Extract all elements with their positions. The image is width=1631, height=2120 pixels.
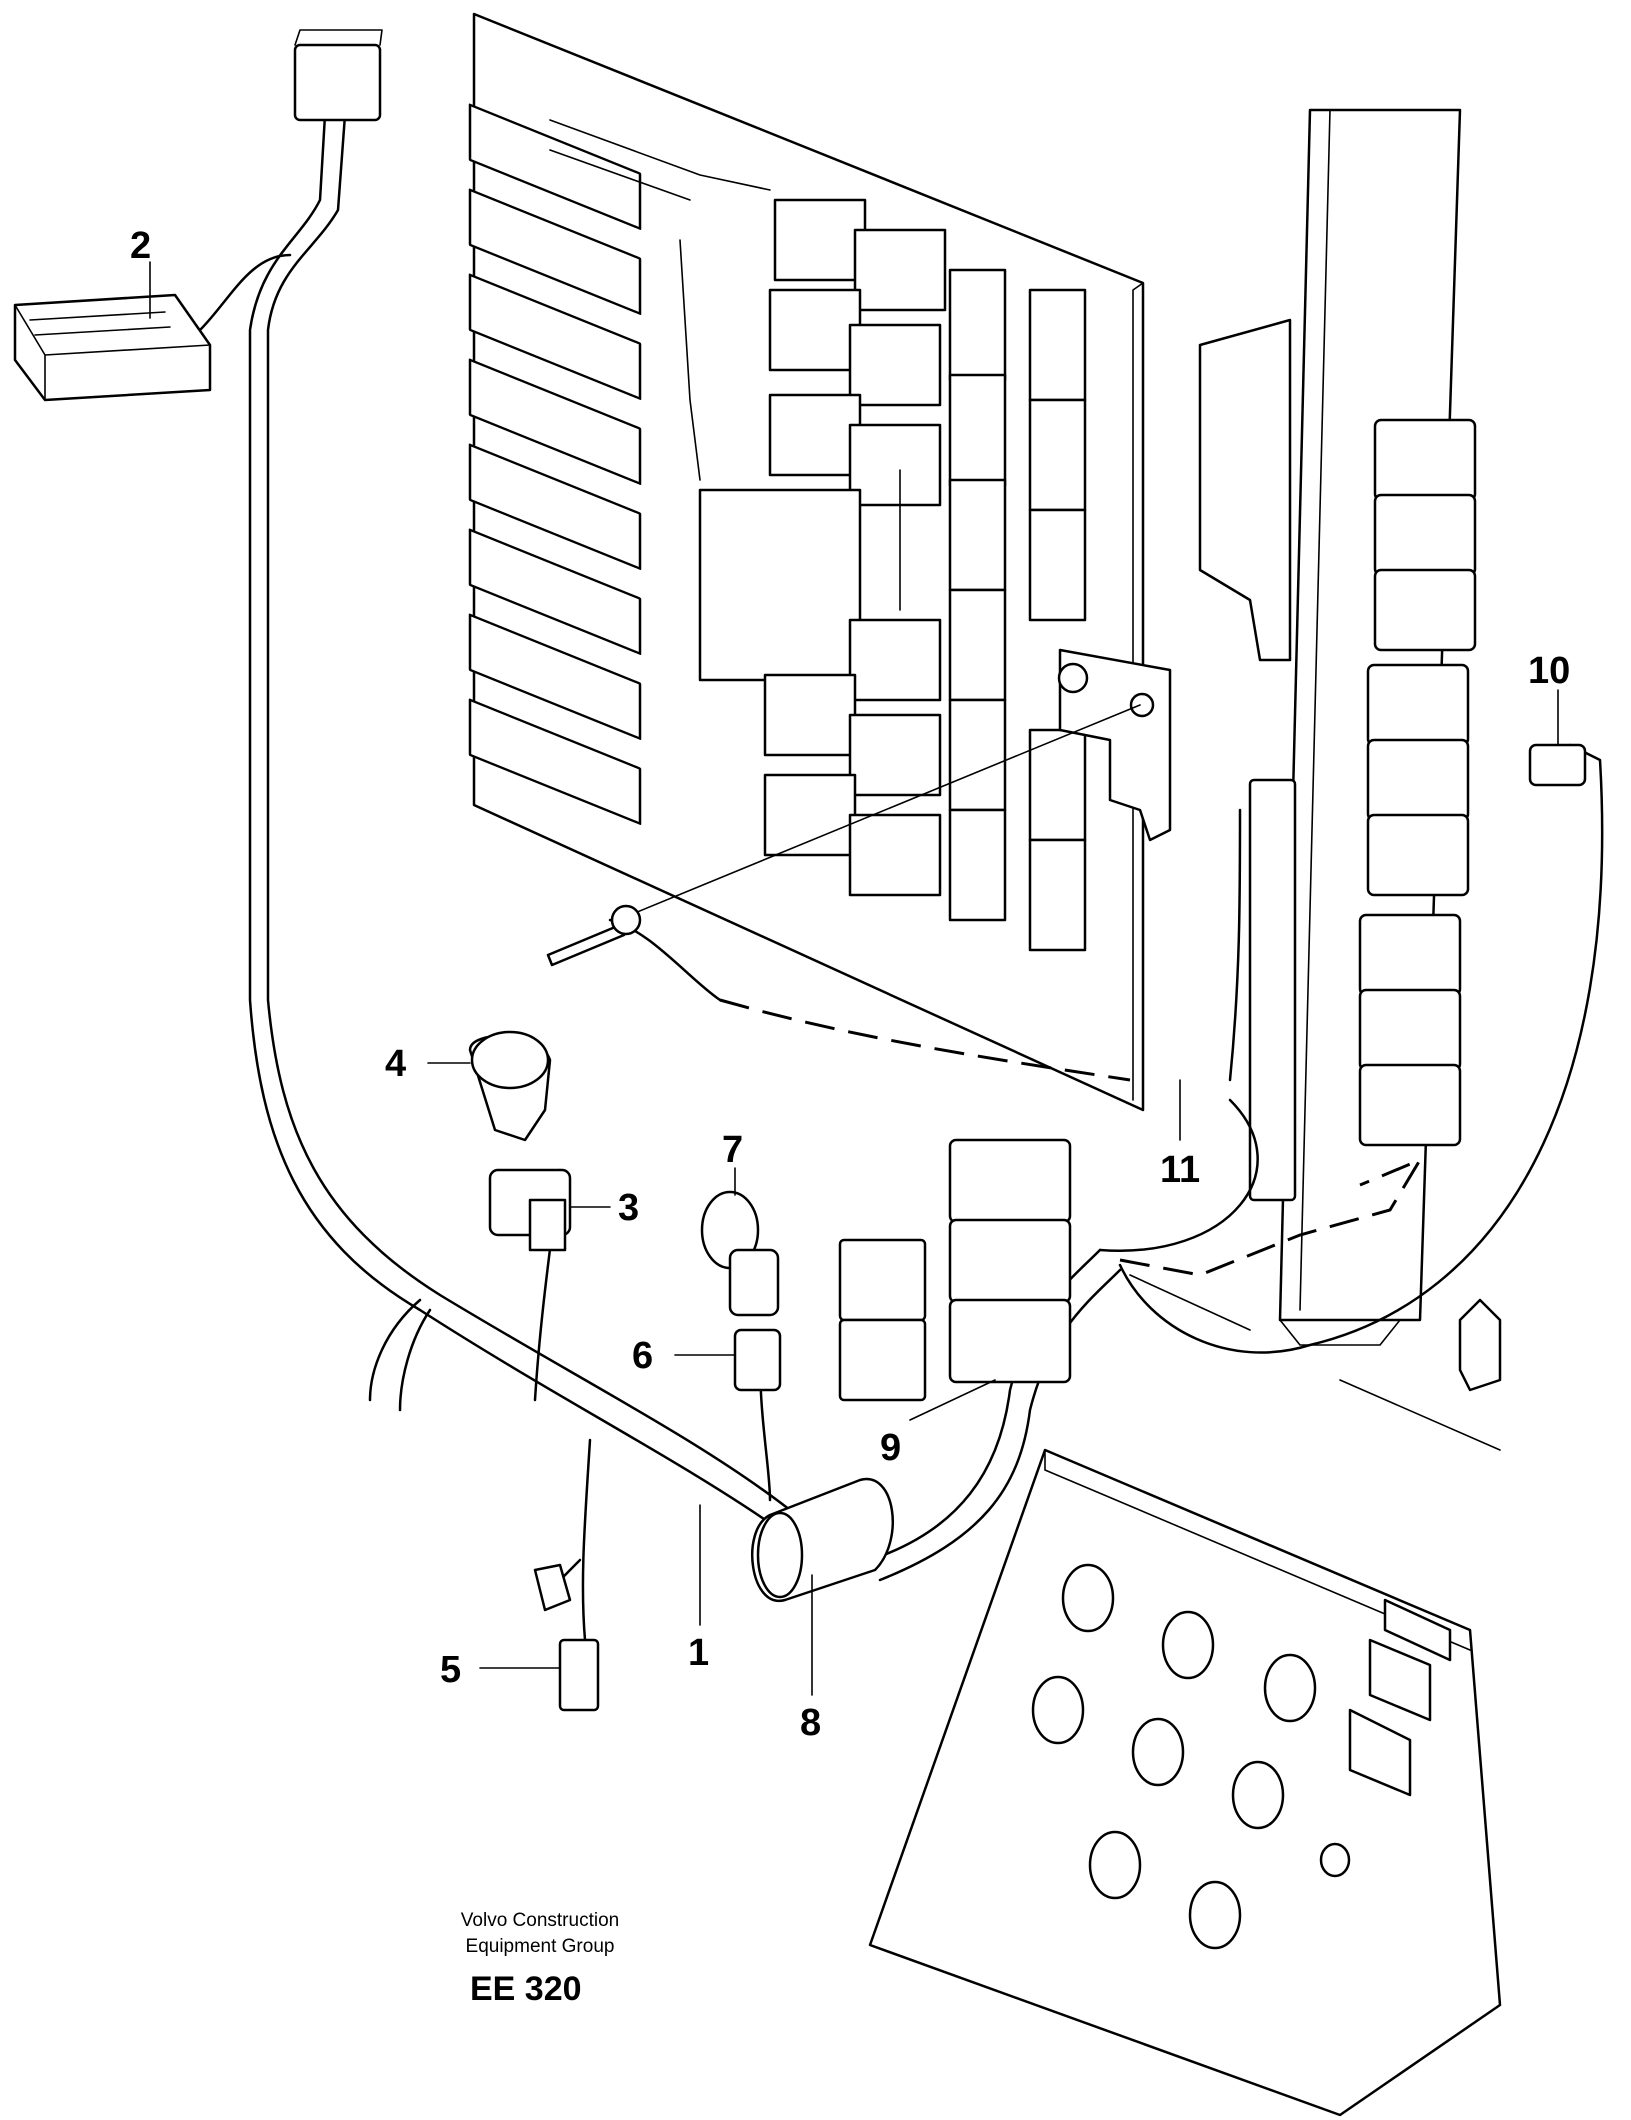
sleeve-8 (751, 1477, 894, 1603)
circuit-board (468, 12, 1172, 1112)
callout-4: 4 (385, 1043, 406, 1085)
control-panel (868, 1274, 1502, 2117)
callout-9: 9 (880, 1427, 901, 1469)
cap-7 (700, 1190, 780, 1317)
cap-4 (468, 1030, 552, 1142)
drawing-code: EE 320 (470, 1970, 582, 2008)
callout-1: 1 (688, 1632, 709, 1674)
callout-6: 6 (632, 1335, 653, 1377)
ground-screw (546, 904, 642, 967)
company-name-line2: Equipment Group (466, 1936, 615, 1957)
connector-3 (488, 1168, 572, 1252)
panel-knobs (1031, 1563, 1351, 1950)
callout-3: 3 (618, 1187, 639, 1229)
footer: Volvo Construction Equipment Group EE 32… (461, 1910, 619, 2008)
callout-10: 10 (1528, 650, 1570, 692)
leader-lines (149, 261, 1559, 1696)
connector-2 (13, 29, 383, 402)
callout-11: 11 (1160, 1149, 1200, 1191)
board-fuses (948, 268, 1087, 952)
board-edge-connectors (468, 103, 642, 825)
side-rail (1198, 108, 1477, 1346)
callouts: 2 4 3 7 6 9 5 1 8 10 11 (130, 225, 1570, 1744)
rail-fuse-holders (1358, 418, 1477, 1147)
relay-holder-9 (838, 1138, 1072, 1402)
plug-10 (1528, 743, 1587, 787)
callout-5: 5 (440, 1649, 461, 1691)
company-name-line1: Volvo Construction (461, 1910, 619, 1931)
connector-6 (733, 1328, 782, 1392)
board-relays (698, 198, 947, 897)
panel-clips (1348, 1598, 1452, 1797)
callout-2: 2 (130, 225, 151, 267)
callout-8: 8 (800, 1702, 821, 1744)
connector-5 (533, 1563, 600, 1712)
callout-7: 7 (722, 1129, 743, 1171)
